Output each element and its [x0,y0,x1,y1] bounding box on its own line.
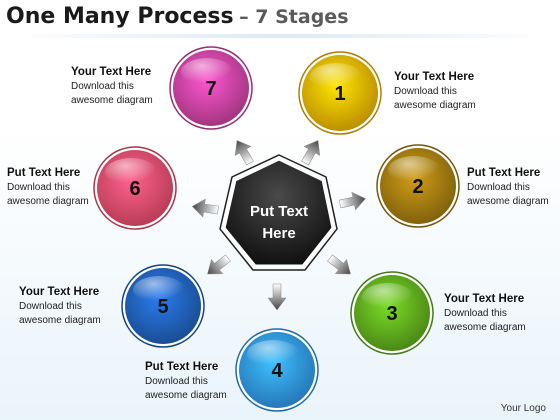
title-sub: – 7 Stages [239,6,349,28]
stage-circle-highlight [388,156,440,184]
stage-number: 3 [386,303,397,325]
label-line: awesome diagram [394,99,476,111]
stage-node-7: 7 [169,46,253,130]
stage-node-6: 6 [93,146,177,230]
stage-number: 7 [205,78,216,100]
arrow-group [191,140,366,311]
page-title: One Many Process – 7 Stages [6,4,349,29]
arrow-to-stage-5 [207,254,231,275]
label-line: Download this [145,376,208,387]
label-heading: Your Text Here [394,71,475,83]
arrow-to-stage-1 [301,140,321,166]
label-stage-3: Your Text Here Download this awesome dia… [444,292,560,334]
arrow-to-stage-6 [191,198,219,218]
label-line: Download this [7,182,70,193]
label-heading: Your Text Here [19,286,100,298]
label-heading: Your Text Here [444,293,525,305]
stage-number: 1 [334,83,345,105]
label-stage-6: Put Text Here Download this awesome diag… [7,166,137,208]
label-line: Download this [19,301,82,312]
label-heading: Your Text Here [71,66,152,78]
title-main: One Many Process [6,4,234,29]
label-line: Download this [394,86,457,97]
stage-node-5: 5 [121,264,205,348]
stage-number: 5 [157,296,168,318]
center-heptagon-outline [219,154,338,271]
label-stage-1: Your Text Here Download this awesome dia… [394,70,524,112]
label-line: awesome diagram [467,195,549,207]
label-stage-2: Put Text Here Download this awesome diag… [467,166,560,208]
stage-circle-highlight [362,283,414,311]
stage-node-4: 4 [235,328,319,412]
center-heptagon [222,157,335,268]
label-line: Download this [467,182,530,193]
stage-circle-highlight [181,58,233,86]
label-heading: Put Text Here [467,167,541,179]
stage-circle-highlight [310,63,362,91]
label-line: awesome diagram [444,321,526,333]
label-line: Download this [71,81,134,92]
stage-circle-highlight [105,158,157,186]
stage-number: 6 [129,178,140,200]
label-line: awesome diagram [7,195,89,207]
label-line: awesome diagram [19,314,101,326]
label-line: Download this [444,308,507,319]
stage-node-1: 1 [298,51,382,135]
center-node: Put Text Here [219,154,338,271]
center-text-line2: Here [262,225,295,242]
arrow-to-stage-3 [327,254,351,275]
stage-number: 4 [271,360,283,382]
arrow-to-stage-7 [234,140,254,166]
label-stage-5: Your Text Here Download this awesome dia… [19,285,149,327]
arrow-to-stage-2 [338,191,366,211]
label-line: awesome diagram [71,94,153,106]
stage-circle-highlight [247,340,299,368]
label-stage-7: Your Text Here Download this awesome dia… [71,65,201,107]
stage-circle-highlight [133,276,185,304]
stage-node-2: 2 [376,144,460,228]
stage-number: 2 [412,176,423,198]
label-line: awesome diagram [145,389,227,401]
center-text-line1: Put Text [250,203,308,220]
stage-node-3: 3 [350,271,434,355]
label-stage-4: Put Text Here Download this awesome diag… [145,360,275,402]
title-band [0,34,560,38]
footer-logo-text: Your Logo [500,403,546,414]
label-heading: Put Text Here [7,167,81,179]
label-heading: Put Text Here [145,361,219,373]
arrow-to-stage-4 [267,283,287,311]
